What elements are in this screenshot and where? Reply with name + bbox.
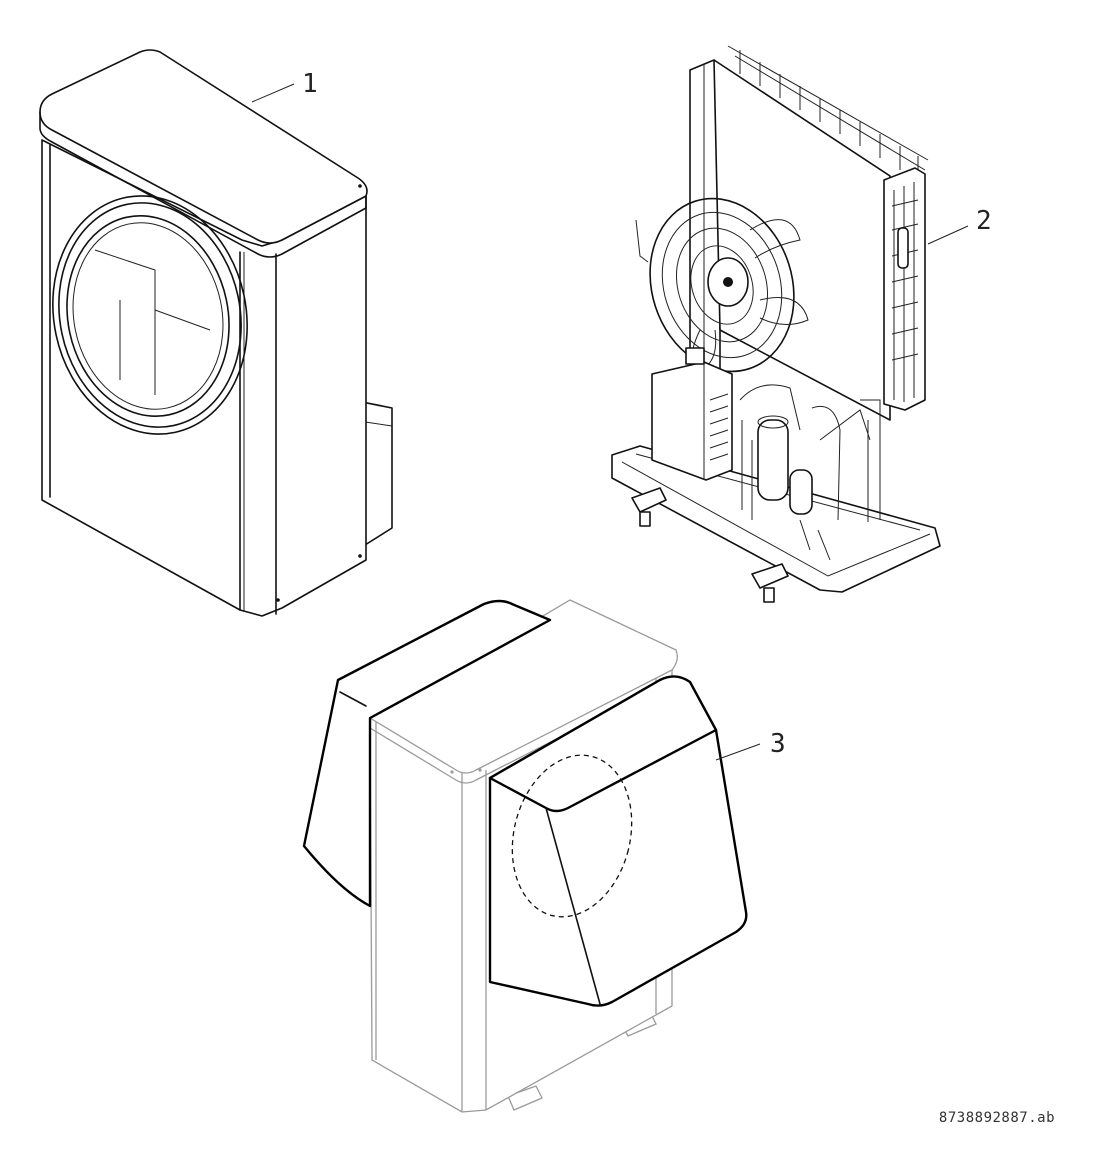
air-guide-hood bbox=[302, 599, 748, 1007]
leader-line-2 bbox=[927, 225, 969, 245]
leader-line-3 bbox=[715, 743, 761, 761]
internal-components-assembly bbox=[611, 45, 941, 603]
document-id: 8738892887.ab bbox=[938, 1110, 1055, 1126]
callout-number-2: 2 bbox=[976, 206, 992, 236]
callout-number-1: 1 bbox=[302, 69, 318, 99]
callout-number-3: 3 bbox=[770, 729, 786, 759]
outdoor-unit-casing bbox=[39, 49, 393, 617]
leader-line-1 bbox=[251, 83, 295, 103]
